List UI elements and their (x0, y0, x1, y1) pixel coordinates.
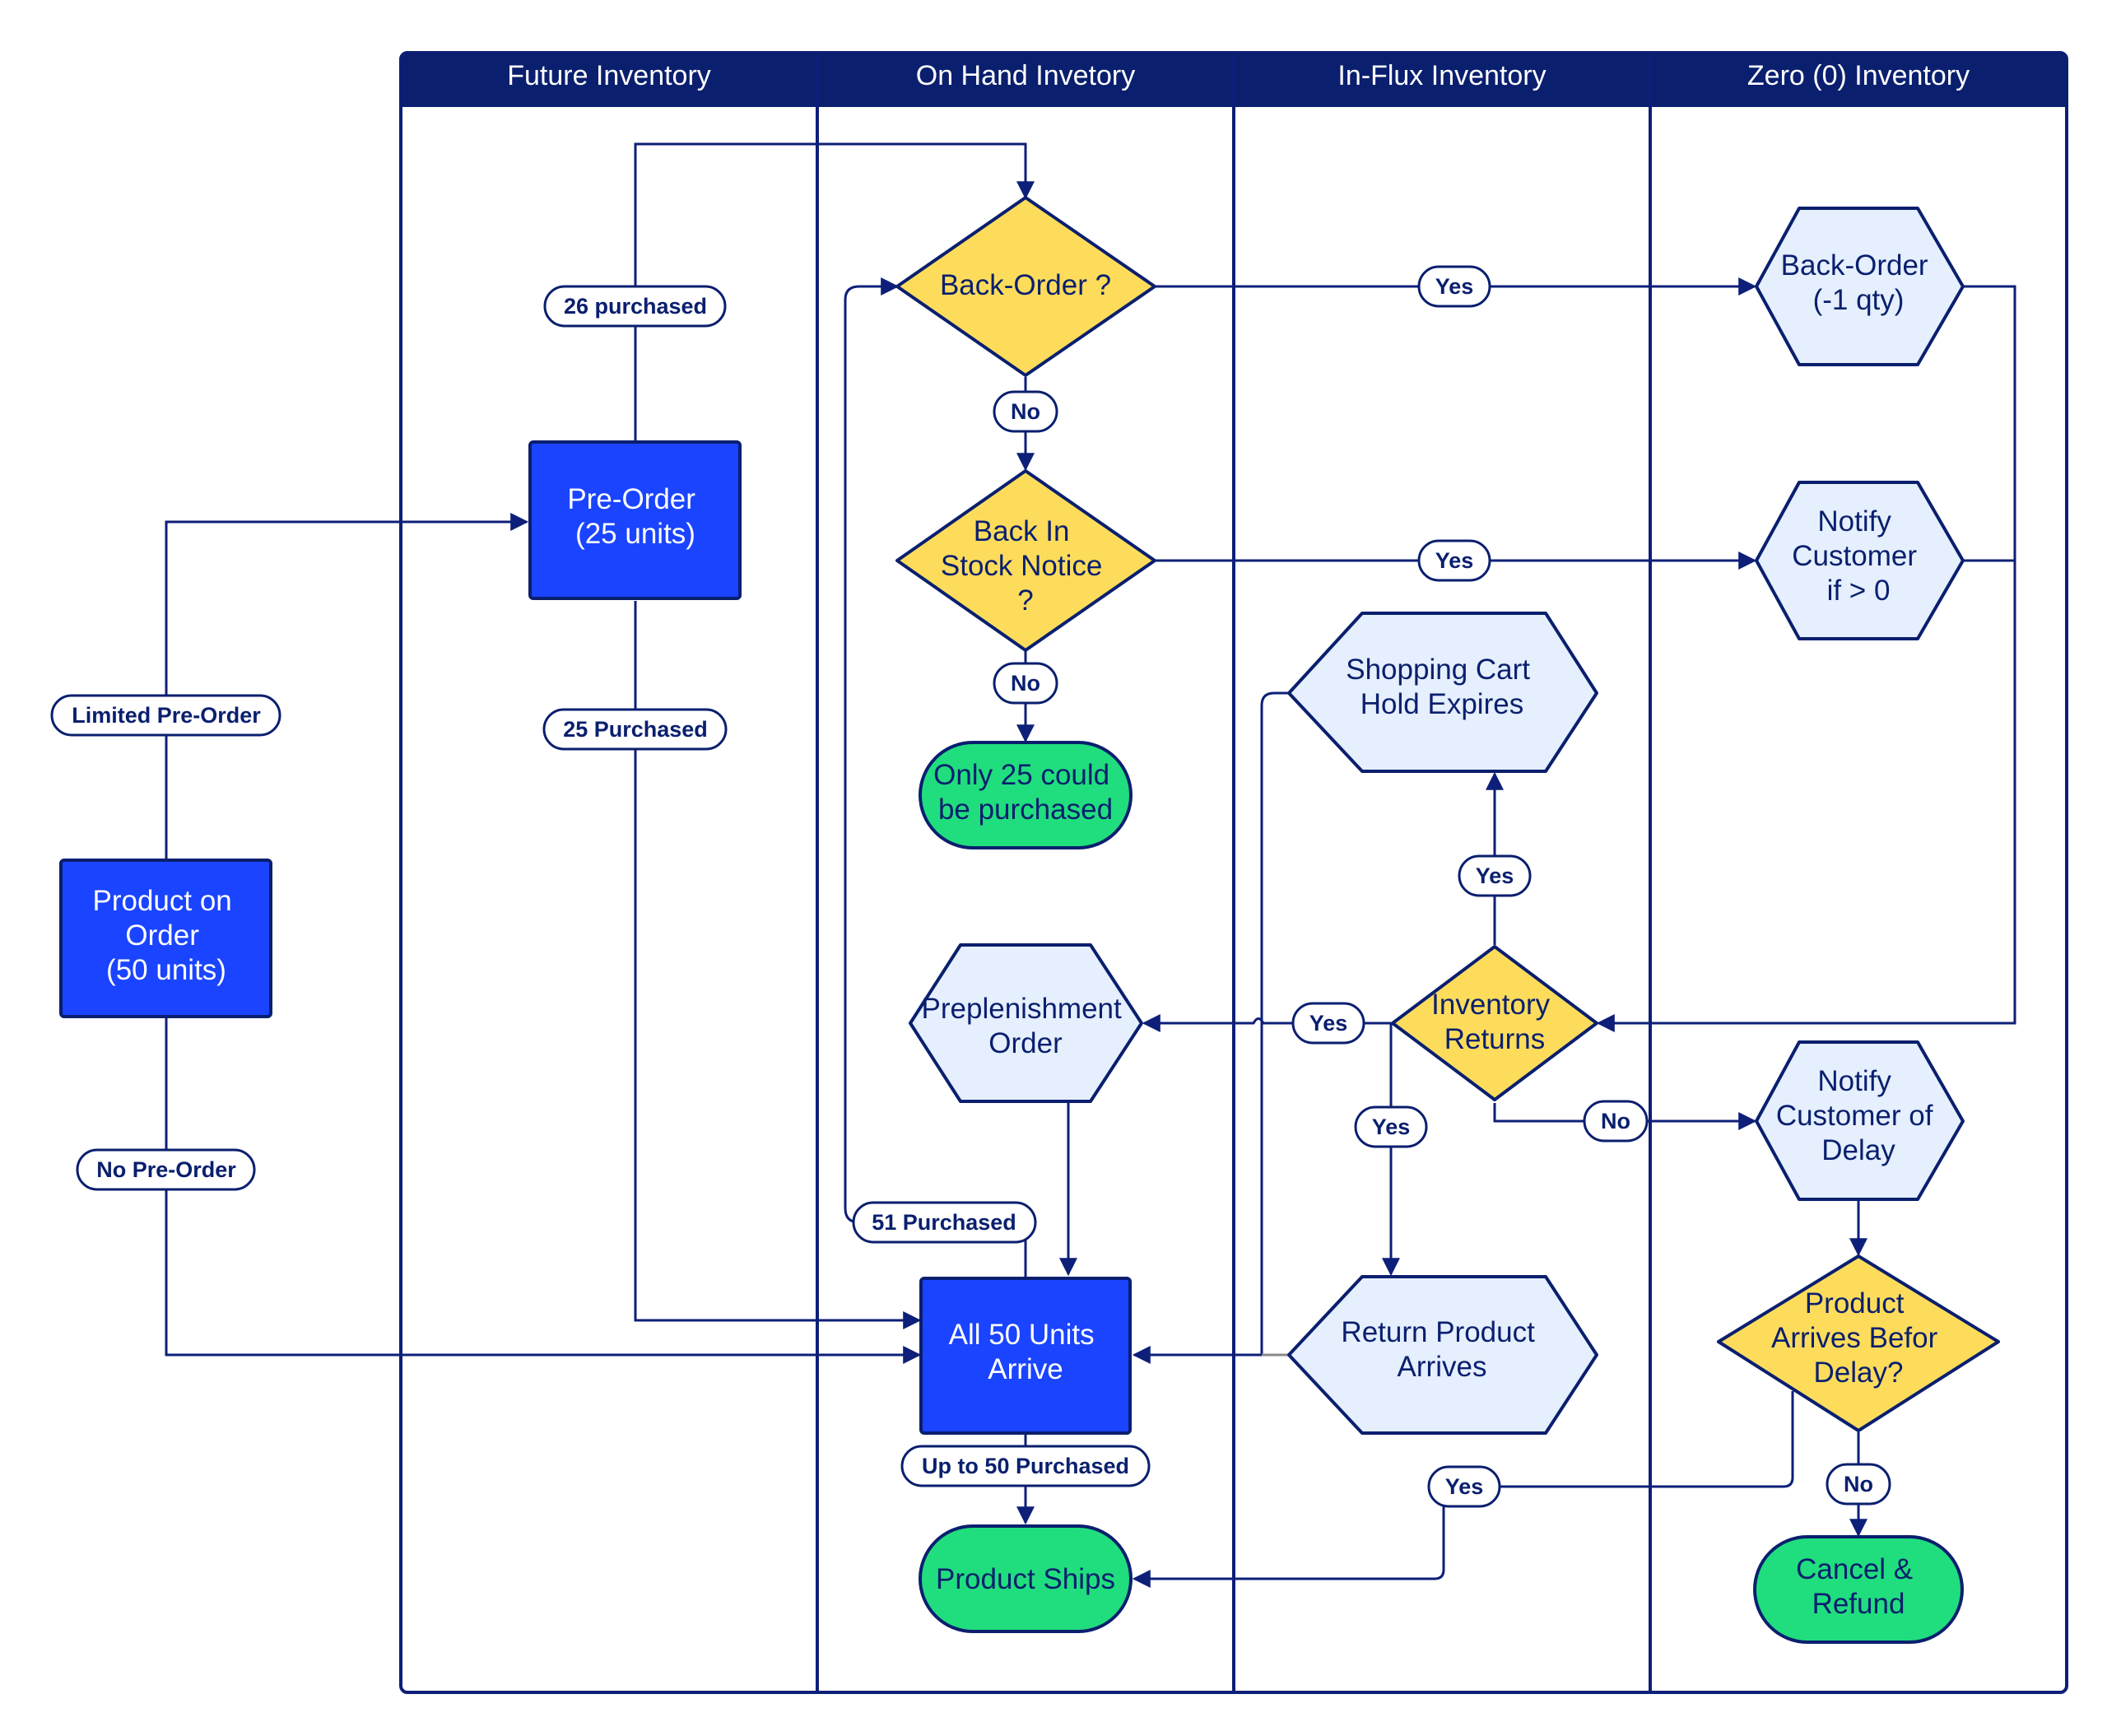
label-up-to-50: Up to 50 Purchased (900, 1445, 1151, 1487)
label-yes-arrives: Yes (1427, 1465, 1501, 1508)
svg-text:Product on Order: Product on Order (50 units) (92, 885, 240, 986)
svg-text:25 Purchased: 25 Purchased (563, 717, 708, 742)
label-yes-backorder: Yes (1417, 265, 1491, 308)
svg-text:Yes: Yes (1445, 1474, 1484, 1499)
svg-text:Limited Pre-Order: Limited Pre-Order (72, 703, 261, 728)
edge-returns-no (1493, 1103, 1757, 1130)
back-in-stock-decision: Back In Stock Notice ? (895, 469, 1156, 652)
only-25-terminal: Only 25 could be purchased (919, 741, 1133, 849)
label-yes-cart: Yes (1458, 854, 1532, 897)
label-yes-return: Yes (1354, 1105, 1428, 1148)
svg-text:Up to 50 Purchased: Up to 50 Purchased (922, 1454, 1129, 1478)
svg-text:Preplenishment Order: Preplenishment Order (922, 993, 1130, 1059)
back-order-qty-node: Back-Order (-1 qty) (1755, 207, 1965, 366)
label-26-purchased: 26 purchased (543, 285, 727, 328)
lane-title-future: Future Inventory (507, 60, 711, 91)
svg-text:Pre-Order (25 units): Pre-Order (25 units) (567, 483, 703, 550)
svg-text:Back-Order (-1 qty): Back-Order (-1 qty) (1781, 249, 1937, 316)
svg-text:Cancel & Refund: Cancel & Refund (1796, 1553, 1921, 1620)
arrives-before-delay-decision: Product Arrives Befor Delay? (1717, 1254, 2000, 1432)
svg-text:Product Arrives Befor: Product Arrives Befor Delay? (1771, 1287, 1946, 1389)
svg-text:51 Purchased: 51 Purchased (872, 1210, 1016, 1235)
inventory-returns-decision: Inventory Returns (1391, 945, 1598, 1101)
edge-25-purchased (634, 601, 922, 1329)
label-yes-stock-notice: Yes (1417, 539, 1491, 582)
label-no-stock-notice: No (993, 662, 1058, 705)
svg-text:No: No (1011, 671, 1040, 696)
svg-text:Yes: Yes (1309, 1011, 1348, 1036)
label-no-arrives: No (1826, 1463, 1891, 1506)
svg-text:Return Product Arrives: Return Product Arrives (1341, 1316, 1542, 1383)
svg-text:Back In Stock Notice: Back In Stock Notice ? (941, 515, 1110, 617)
label-no-preorder: No Pre-Order (76, 1148, 256, 1191)
svg-text:No: No (1844, 1472, 1873, 1496)
svg-text:No: No (1011, 399, 1040, 424)
lane-title-on-hand: On Hand Invetory (916, 60, 1135, 91)
notify-delay-node: Notify Customer of Delay (1755, 1040, 1965, 1201)
label-no-backorder: No (993, 390, 1058, 433)
label-no-returns: No (1583, 1100, 1649, 1143)
pre-order-node: Pre-Order (25 units) (528, 440, 742, 600)
notify-customer-node: Notify Customer if > 0 (1755, 481, 1965, 640)
swimlane-pool: Future Inventory On Hand Invetory In-Flu… (399, 51, 2068, 1694)
svg-text:Notify Customer: Notify Customer if > 0 (1792, 505, 1924, 607)
svg-text:No Pre-Order: No Pre-Order (96, 1157, 236, 1182)
svg-text:Notify Customer of: Notify Customer of Delay (1776, 1065, 1941, 1166)
svg-text:26 purchased: 26 purchased (564, 294, 707, 319)
svg-text:Shopping Cart Hold Exp: Shopping Cart Hold Expires (1346, 654, 1538, 720)
svg-text:No: No (1601, 1109, 1630, 1133)
svg-text:Only 25 could be purch: Only 25 could be purchased (933, 759, 1118, 826)
svg-text:Back-Order ?: Back-Order ? (940, 269, 1111, 301)
edge-cart-to-arrive (1260, 691, 1292, 1355)
label-51-purchased: 51 Purchased (852, 1201, 1037, 1244)
svg-text:Yes: Yes (1435, 274, 1474, 299)
edge-labels: Limited Pre-Order No Pre-Order 26 purcha… (50, 265, 1891, 1508)
svg-text:All 50 Units Arrive: All 50 Units Arrive (949, 1319, 1103, 1385)
product-on-order-node: Product on Order (50 units) (59, 859, 272, 1018)
svg-text:Yes: Yes (1476, 863, 1514, 888)
svg-text:Yes: Yes (1372, 1115, 1411, 1139)
svg-text:Inventory Returns: Inventory Returns (1431, 989, 1558, 1055)
return-product-arrives-node: Return Product Arrives (1287, 1275, 1598, 1435)
cancel-refund-terminal: Cancel & Refund (1753, 1535, 1964, 1644)
edge-returns-replenish-yes (1142, 1014, 1391, 1032)
edge-no-preorder (165, 1017, 922, 1364)
svg-text:Yes: Yes (1435, 548, 1474, 573)
back-order-decision: Back-Order ? (895, 196, 1156, 377)
label-yes-replenish: Yes (1291, 1002, 1365, 1045)
lane-title-zero: Zero (0) Inventory (1747, 60, 1970, 91)
edge-limited-preorder (165, 513, 529, 860)
edge-zero-to-returns (1596, 285, 2016, 1032)
svg-text:Product Ships: Product Ships (936, 1563, 1115, 1595)
all-50-arrive-node: All 50 Units Arrive (919, 1277, 1132, 1435)
shopping-cart-hold-node: Shopping Cart Hold Expires (1287, 612, 1598, 773)
product-ships-terminal: Product Ships (919, 1524, 1133, 1633)
lane-title-in-flux: In-Flux Inventory (1337, 60, 1546, 91)
label-25-purchased: 25 Purchased (542, 708, 728, 751)
label-limited-preorder: Limited Pre-Order (50, 694, 281, 737)
preplenishment-order-node: Preplenishment Order (909, 943, 1143, 1103)
nodes: Product on Order (50 units) Pre-Order (2… (59, 196, 2000, 1644)
